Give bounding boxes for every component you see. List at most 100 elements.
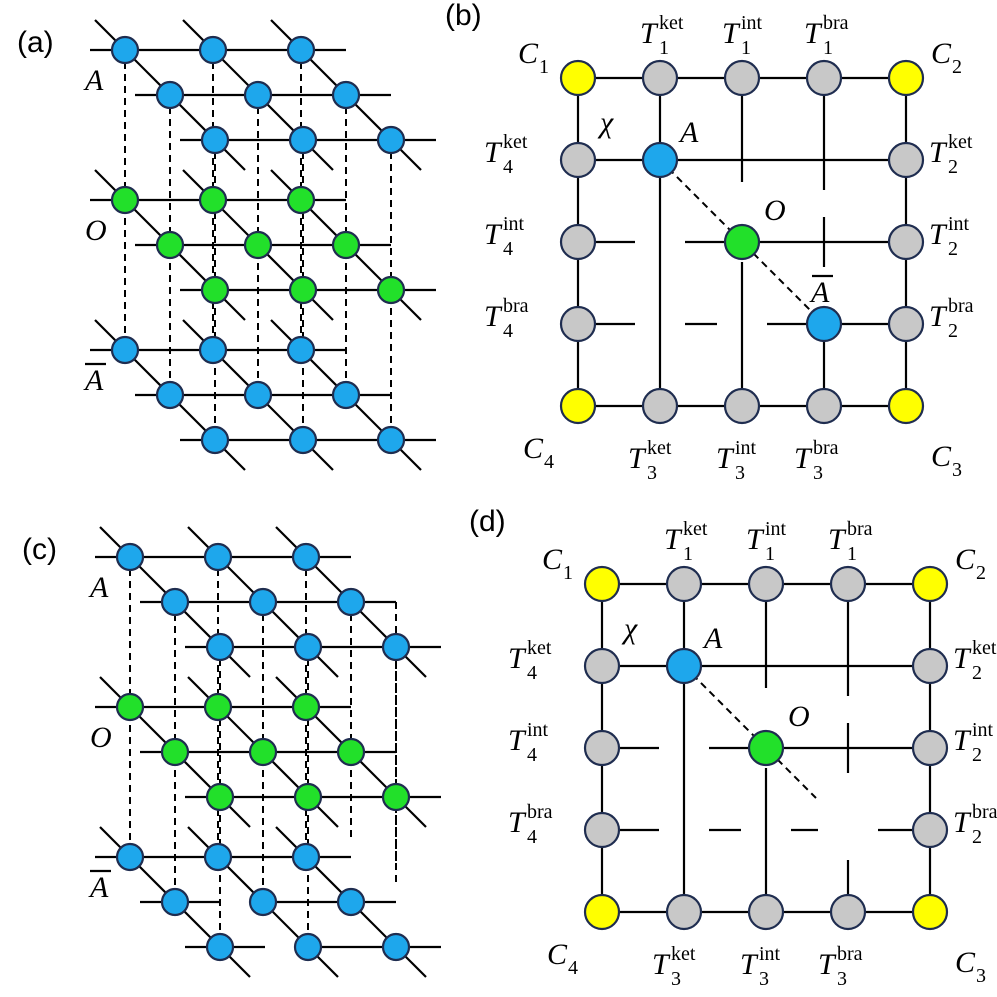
operator-o — [376, 275, 406, 305]
site-tensor-a — [286, 35, 316, 65]
label-base: T — [740, 948, 759, 981]
edge-tensor-t2 — [887, 141, 925, 179]
label-sub: 3 — [976, 965, 986, 987]
corner-tensor-c2 — [911, 565, 949, 603]
operator-o — [115, 692, 145, 722]
site-tensor-a — [288, 125, 318, 155]
label-sup: ket — [948, 131, 973, 153]
site-tensor-abar — [376, 425, 406, 455]
label-sub: 1 — [563, 562, 573, 584]
label-base: T — [804, 17, 823, 50]
label-base: T — [953, 642, 972, 675]
edge-tensor-t4 — [583, 811, 621, 849]
label-sub: 3 — [671, 968, 681, 990]
label-sup: int — [735, 437, 757, 459]
edge-tensor-t2 — [911, 647, 949, 685]
operator-o — [723, 223, 761, 261]
label-sub: 2 — [948, 320, 958, 342]
site-tensor-a — [203, 542, 233, 572]
label-a: A — [702, 622, 723, 655]
label-sup: bra — [847, 518, 873, 540]
label-a: A — [83, 64, 104, 97]
operator-o — [155, 230, 185, 260]
edge-tensor-t3 — [665, 893, 703, 931]
label-base: T — [929, 218, 948, 251]
label-sub: 4 — [527, 662, 537, 684]
label-base: C — [523, 432, 544, 465]
label-sup: bra — [503, 295, 529, 317]
corner-tensor-c4 — [559, 387, 597, 425]
operator-o — [381, 782, 411, 812]
label-sub: 4 — [527, 744, 537, 766]
edge-tensor-t3 — [829, 893, 867, 931]
label-sup: int — [765, 518, 787, 540]
site-tensor-abar — [115, 842, 145, 872]
operator-o — [291, 692, 321, 722]
label-base: C — [518, 37, 539, 70]
label-sub: 3 — [837, 968, 847, 990]
label-a: A — [88, 571, 109, 604]
label-base: T — [484, 218, 503, 251]
site-tensor-a — [331, 80, 361, 110]
label-base: T — [794, 442, 813, 475]
site-tensor-abar — [155, 380, 185, 410]
site-tensor-a — [665, 647, 703, 685]
label-sup: ket — [671, 943, 696, 965]
panel-label: (b) — [445, 0, 482, 32]
label-base: T — [828, 523, 847, 556]
label-base: C — [955, 543, 976, 576]
label-base: T — [664, 523, 683, 556]
edge-tensor-t3 — [641, 387, 679, 425]
label-base: T — [484, 300, 503, 333]
label-base: C — [931, 440, 952, 473]
operator-o — [747, 729, 785, 767]
label-base: T — [953, 724, 972, 757]
site-tensor-abar — [291, 842, 321, 872]
layer-site-tensor-abar — [95, 826, 441, 978]
operator-o — [331, 230, 361, 260]
edge-tensor-t4 — [583, 729, 621, 767]
site-tensor-a — [200, 125, 230, 155]
layer-operator-o — [95, 676, 441, 828]
label-sub: 4 — [568, 957, 578, 979]
label-sup: bra — [948, 295, 974, 317]
site-tensor-a — [641, 141, 679, 179]
layer-operator-o — [90, 169, 436, 321]
label-sub: 4 — [527, 826, 537, 848]
operator-o — [198, 185, 228, 215]
operator-o — [248, 737, 278, 767]
label-sub: 2 — [952, 56, 962, 78]
label-base: T — [652, 948, 671, 981]
site-tensor-abar — [203, 842, 233, 872]
panel-c-layered-lattice: (c)AOA — [22, 526, 441, 978]
label-sub: 2 — [976, 562, 986, 584]
panel-a-layered-lattice: (a)AOA — [17, 19, 436, 471]
label-a: A — [678, 116, 699, 149]
site-tensor-a — [243, 80, 273, 110]
site-tensor-a — [155, 80, 185, 110]
edge-tensor-t2 — [911, 811, 949, 849]
label-base: C — [931, 37, 952, 70]
panel-label: (a) — [17, 26, 54, 59]
edge-tensor-t3 — [805, 387, 843, 425]
label-base: T — [484, 136, 503, 169]
label-sup: int — [503, 213, 525, 235]
edge-tensor-t1 — [829, 565, 867, 603]
label-sub: 1 — [683, 543, 693, 565]
label-o: O — [90, 721, 112, 754]
label-sub: 1 — [823, 37, 833, 59]
